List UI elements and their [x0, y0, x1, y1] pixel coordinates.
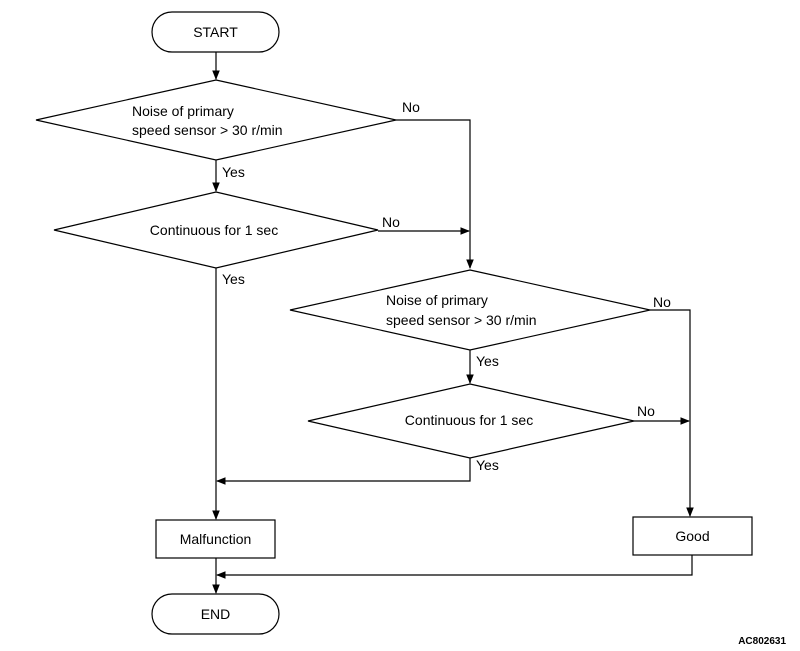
end-terminal: END	[151, 593, 280, 635]
decision-1-line-2: speed sensor > 30 r/min	[132, 122, 283, 138]
decision-4-text: Continuous for 1 sec	[405, 412, 533, 428]
decision-3-yes-label: Yes	[476, 353, 499, 369]
figure-code: AC802631	[738, 636, 786, 647]
end-label: END	[201, 606, 231, 622]
malfunction-label: Malfunction	[180, 531, 252, 547]
decision-4-yes-label: Yes	[476, 457, 499, 473]
decision-2-no-label: No	[382, 214, 400, 230]
start-terminal: START	[151, 11, 280, 53]
decision-1-no-label: No	[402, 99, 420, 115]
decision-3-line-1: Noise of primary	[386, 292, 488, 308]
malfunction-box: Malfunction	[155, 519, 276, 559]
decision-3-noise-check: Noise of primary speed sensor > 30 r/min	[289, 269, 651, 351]
good-box: Good	[632, 516, 753, 556]
decision-3-line-2: speed sensor > 30 r/min	[386, 312, 537, 328]
decision-2-duration-check: Continuous for 1 sec	[53, 191, 379, 269]
start-label: START	[193, 24, 238, 40]
good-label: Good	[675, 528, 709, 544]
decision-3-no-label: No	[653, 294, 671, 310]
connector-decision-1-no	[396, 119, 474, 269]
decision-4-duration-check: Continuous for 1 sec	[307, 383, 635, 459]
connector-decision-3-no	[650, 309, 694, 517]
decision-1-noise-check: Noise of primary speed sensor > 30 r/min	[35, 79, 397, 161]
decision-1-yes-label: Yes	[222, 164, 245, 180]
decision-1-line-1: Noise of primary	[132, 103, 234, 119]
connector-decision-4-yes	[216, 458, 471, 485]
connector-good-to-end	[216, 555, 693, 579]
decision-2-text: Continuous for 1 sec	[150, 222, 278, 238]
decision-2-yes-label: Yes	[222, 271, 245, 287]
decision-4-no-label: No	[637, 403, 655, 419]
